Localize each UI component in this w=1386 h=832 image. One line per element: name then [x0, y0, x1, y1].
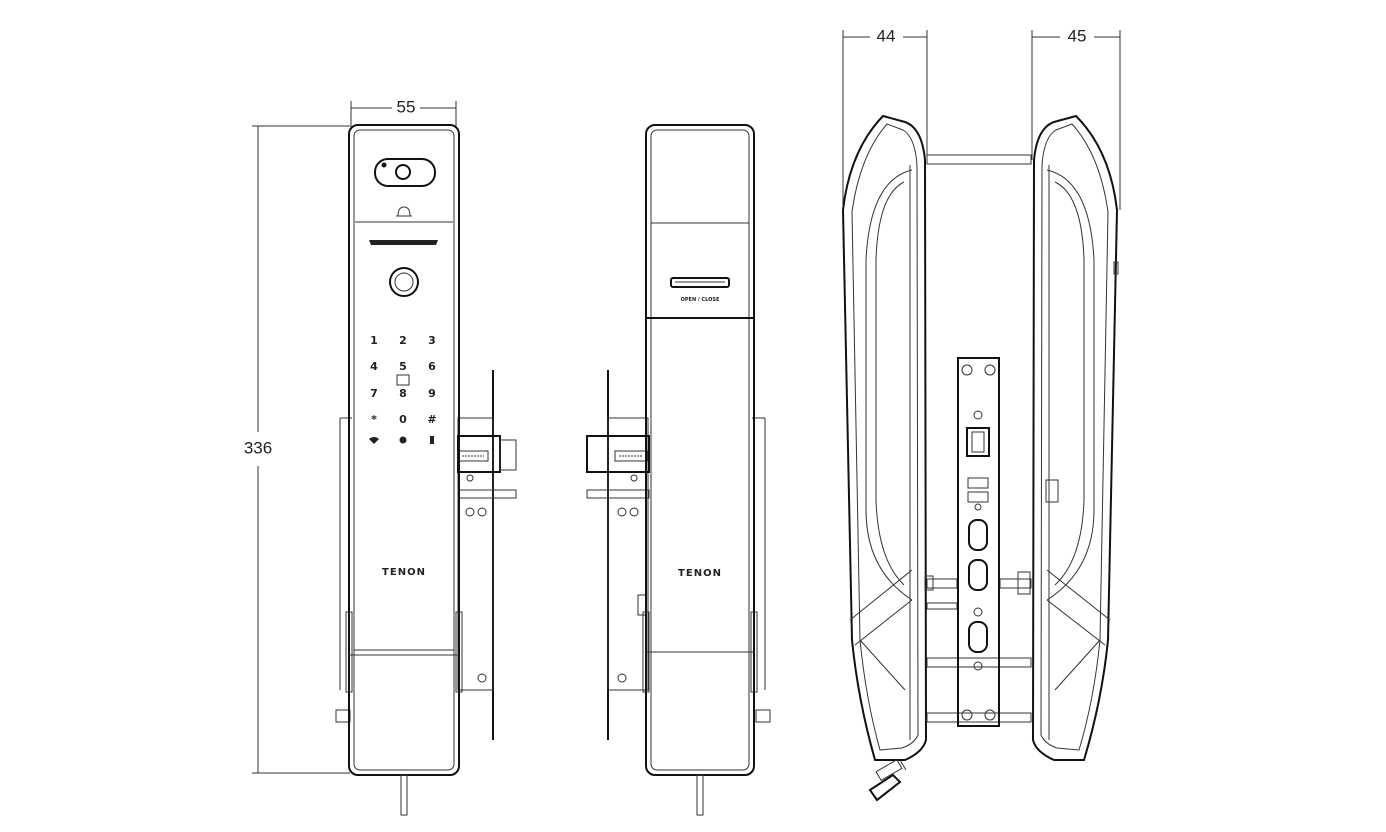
side-inner-panel — [1031, 114, 1119, 761]
wifi-icon — [369, 437, 379, 444]
keypad-key-8: 8 — [399, 387, 407, 400]
mortise-faceplate — [957, 357, 1000, 727]
back-view: OPEN / CLOSE TENON — [586, 124, 771, 816]
back-mortise — [586, 370, 771, 740]
through-bolts — [924, 154, 1032, 723]
indicator-light-bar — [369, 240, 438, 245]
front-view: 1 2 3 4 5 6 7 8 9 * 0 # TENON — [335, 124, 517, 816]
open-close-switch: OPEN / CLOSE — [670, 277, 730, 303]
dimension-front-width: 55 — [350, 97, 457, 128]
doorbell-icon — [396, 206, 412, 217]
front-mortise — [335, 370, 517, 740]
dimension-height: 336 — [244, 125, 350, 774]
fingerprint-sensor-icon — [389, 267, 419, 297]
keypad-key-hash: # — [427, 413, 436, 426]
front-width-label: 55 — [397, 97, 416, 116]
height-label: 336 — [244, 438, 272, 457]
camera-icon — [374, 158, 436, 187]
keypad-key-0: 0 — [399, 413, 407, 426]
back-spindle — [696, 774, 704, 816]
keypad-key-7: 7 — [370, 387, 378, 400]
lock-status-icon — [399, 436, 407, 444]
dimension-side-right: 45 — [1031, 26, 1121, 210]
keypad-mode-icon — [396, 374, 410, 386]
keypad-key-9: 9 — [428, 387, 436, 400]
keypad-key-5: 5 — [399, 360, 407, 373]
front-brand-logo: TENON — [382, 567, 426, 578]
keypad-key-3: 3 — [428, 334, 436, 347]
side-view — [841, 114, 1119, 802]
keypad-key-6: 6 — [428, 360, 436, 373]
open-close-label: OPEN / CLOSE — [681, 297, 720, 303]
keypad-key-1: 1 — [370, 334, 378, 347]
emergency-key-icon — [868, 758, 907, 802]
front-spindle — [400, 774, 408, 816]
battery-icon — [430, 436, 434, 444]
side-right-depth-label: 45 — [1068, 26, 1087, 45]
keypad-key-4: 4 — [370, 360, 378, 373]
back-panel-body — [642, 124, 758, 776]
back-brand-logo: TENON — [678, 568, 722, 579]
front-keypad: 1 2 3 4 5 6 7 8 9 * 0 # — [369, 334, 437, 444]
front-panel-body — [345, 124, 463, 776]
keypad-key-2: 2 — [399, 334, 407, 347]
dimension-side-left: 44 — [842, 26, 928, 210]
keypad-key-star: * — [371, 413, 377, 426]
side-outer-panel — [841, 114, 928, 761]
side-left-depth-label: 44 — [877, 26, 896, 45]
